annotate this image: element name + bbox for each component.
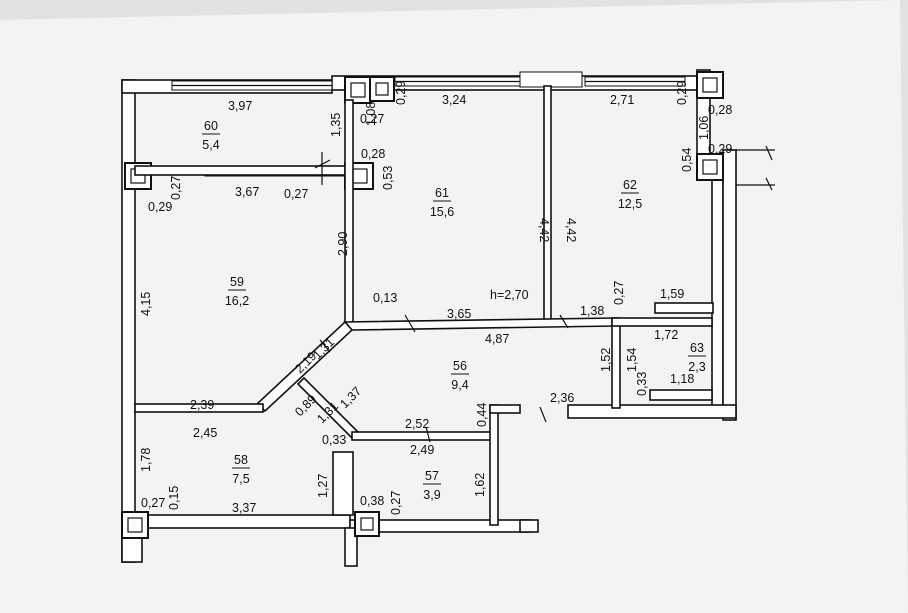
external-stub: [736, 145, 775, 191]
dimension-label: 2,52: [405, 417, 429, 431]
room-62: 62 12,5: [618, 178, 642, 211]
dimension-label: 1,38: [580, 304, 604, 318]
dimension-label: 3,97: [228, 99, 252, 113]
dimension-label: 0,29: [708, 142, 732, 156]
dimension-label: 0,29: [675, 81, 689, 105]
room-number: 62: [623, 178, 637, 192]
dimension-label: 0,38: [360, 494, 384, 508]
dimension-label: 0,13: [373, 291, 397, 305]
dimension-label: 2,39: [190, 398, 214, 412]
room-area: 3,9: [423, 488, 440, 502]
dimension-label: 0,27: [284, 187, 308, 201]
room-area: 12,5: [618, 197, 642, 211]
dimension-label: 3,67: [235, 185, 259, 199]
dimension-label: 4,15: [139, 292, 153, 316]
room-number: 63: [690, 341, 704, 355]
dimension-label: 1,78: [139, 448, 153, 472]
dimension-label: 0,27: [389, 491, 403, 515]
dimension-label: 2,49: [410, 443, 434, 457]
room-number: 61: [435, 186, 449, 200]
dimension-label: 0,28: [361, 147, 385, 161]
dimension-label: 1,35: [329, 113, 343, 137]
room-number: 60: [204, 119, 218, 133]
dimension-label: 0,27: [360, 112, 384, 126]
room-63: 632,3: [688, 341, 706, 374]
door-marks: [314, 152, 569, 443]
dimension-label: 3,65: [447, 307, 471, 321]
dimension-label: 2,90: [336, 232, 350, 256]
dimension-label: 4,42: [537, 218, 551, 242]
room-number: 57: [425, 469, 439, 483]
room-area: 5,4: [202, 138, 219, 152]
dimension-label: 0,27: [141, 496, 165, 510]
dimension-label: 0,27: [169, 176, 183, 200]
dimension-label: 2,71: [610, 93, 634, 107]
room-56: 569,4: [451, 359, 469, 392]
dimension-label: 0,29: [148, 200, 172, 214]
room-57: 573,9: [423, 469, 441, 502]
dimension-label: 1,18: [670, 372, 694, 386]
dimension-label: 1,62: [473, 473, 487, 497]
dimension-label: 0,53: [381, 166, 395, 190]
dimension-label: 0,15: [167, 486, 181, 510]
dimension-label: 1,54: [625, 348, 639, 372]
dimension-label: 3,24: [442, 93, 466, 107]
room-area: 2,3: [688, 360, 705, 374]
dimension-label: 0,29: [394, 81, 408, 105]
room-number: 59: [230, 275, 244, 289]
dimension-label: 0,28: [708, 103, 732, 117]
dimension-label: 4,87: [485, 332, 509, 346]
dimension-label: 0,27: [612, 281, 626, 305]
dimension-label: 1,52: [599, 348, 613, 372]
room-area: 16,2: [225, 294, 249, 308]
dimension-label: 1,06: [697, 116, 711, 140]
dimension-label: 0,54: [680, 148, 694, 172]
dimension-label: 2,36: [550, 391, 574, 405]
room-area: 7,5: [232, 472, 249, 486]
room-60: 605,4: [202, 119, 220, 152]
room-59: 59 16,2: [225, 275, 249, 308]
dimension-label: 1,59: [660, 287, 684, 301]
dimension-label: 4,42: [564, 218, 578, 242]
room-58: 587,5: [232, 453, 250, 486]
room-area: 9,4: [451, 378, 468, 392]
dimension-label: 3,37: [232, 501, 256, 515]
dimension-label: 1,08: [364, 102, 378, 126]
dimension-label: 1,72: [654, 328, 678, 342]
room-area: 15,6: [430, 205, 454, 219]
ceiling-height: h=2,70: [490, 288, 529, 302]
dimension-label: 2,45: [193, 426, 217, 440]
room-number: 58: [234, 453, 248, 467]
dimension-label: 0,44: [475, 403, 489, 427]
dimension-label: 1,27: [316, 474, 330, 498]
dimension-label: 0,33: [322, 433, 346, 447]
dimension-label: 0,33: [635, 372, 649, 396]
room-number: 56: [453, 359, 467, 373]
room-61: 61 15,6: [430, 186, 454, 219]
